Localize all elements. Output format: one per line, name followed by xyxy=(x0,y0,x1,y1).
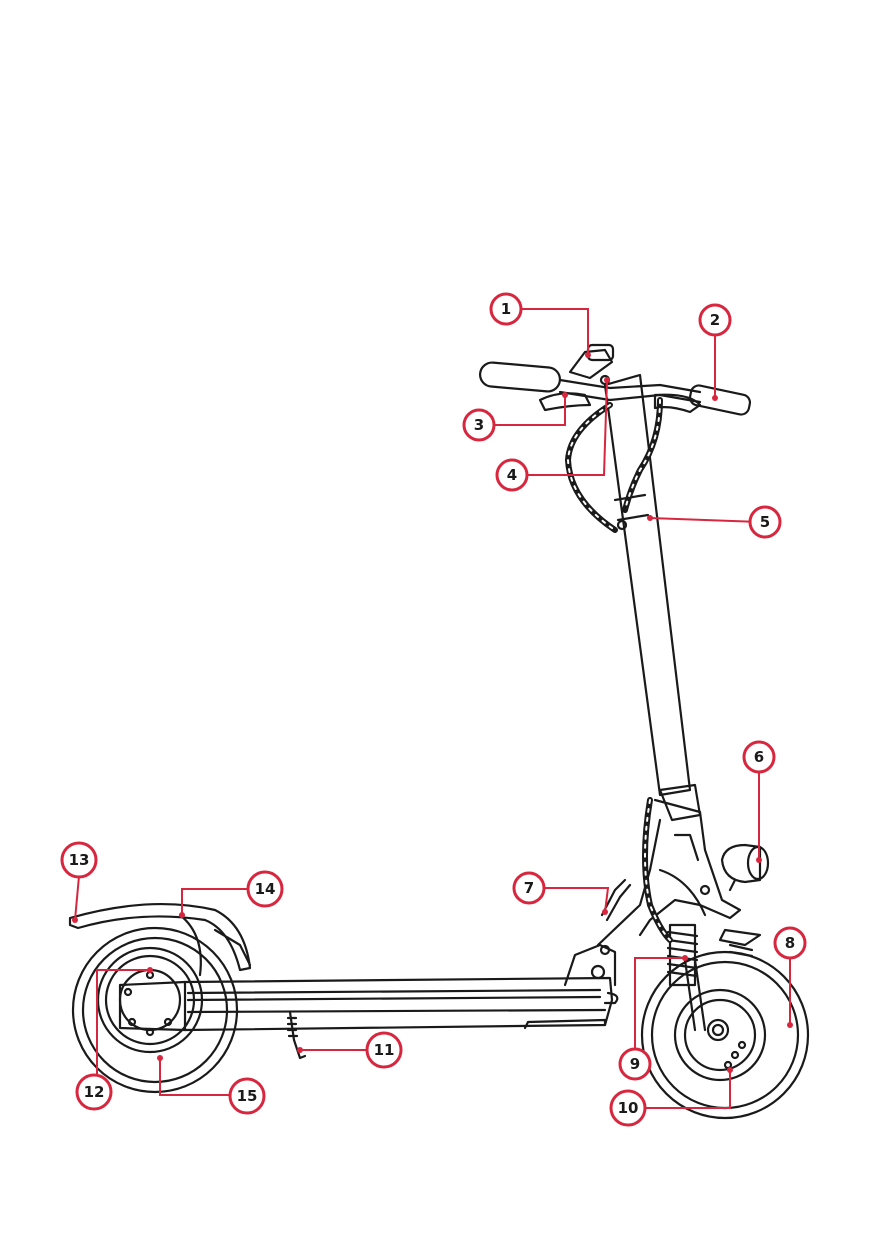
callout-9: 9 xyxy=(620,1049,650,1079)
callout-badges: 1 2 3 4 5 6 7 8 9 10 11 12 13 14 15 xyxy=(62,294,805,1125)
callout-10: 10 xyxy=(611,1091,645,1125)
callout-14: 14 xyxy=(248,872,282,906)
callout-label-7: 7 xyxy=(524,879,534,897)
callout-label-4: 4 xyxy=(507,466,517,484)
callout-label-11: 11 xyxy=(374,1041,395,1059)
callout-label-9: 9 xyxy=(630,1055,640,1073)
leader-line-5 xyxy=(650,518,760,522)
callout-8: 8 xyxy=(775,928,805,958)
callout-15: 15 xyxy=(230,1079,264,1113)
leader-line-1 xyxy=(522,309,588,355)
callout-label-3: 3 xyxy=(474,416,484,434)
leader-line-13 xyxy=(75,876,79,920)
callout-label-12: 12 xyxy=(84,1083,105,1101)
front-wheel xyxy=(642,952,808,1118)
brake-cable xyxy=(568,400,670,940)
callout-label-13: 13 xyxy=(69,851,90,869)
callout-7: 7 xyxy=(514,873,544,903)
scooter-line-drawing xyxy=(70,345,808,1118)
callout-label-10: 10 xyxy=(618,1099,639,1117)
callout-label-8: 8 xyxy=(785,934,795,952)
callout-label-15: 15 xyxy=(237,1087,258,1105)
leader-line-3 xyxy=(495,395,565,425)
callout-12: 12 xyxy=(77,1075,111,1109)
callout-label-14: 14 xyxy=(255,880,276,898)
callout-5: 5 xyxy=(750,507,780,537)
callout-label-1: 1 xyxy=(501,300,511,318)
callout-label-6: 6 xyxy=(754,748,764,766)
handlebar xyxy=(479,345,751,416)
headlight xyxy=(722,845,768,890)
callout-2: 2 xyxy=(700,305,730,335)
callout-3: 3 xyxy=(464,410,494,440)
callout-4: 4 xyxy=(497,460,527,490)
callout-11: 11 xyxy=(367,1033,401,1067)
callout-1: 1 xyxy=(491,294,521,324)
callout-13: 13 xyxy=(62,843,96,877)
callout-label-2: 2 xyxy=(710,311,720,329)
callout-label-5: 5 xyxy=(760,513,770,531)
leader-lines xyxy=(72,309,793,1108)
leader-line-7 xyxy=(545,888,608,912)
callout-6: 6 xyxy=(744,742,774,772)
leader-line-10 xyxy=(646,1070,730,1108)
